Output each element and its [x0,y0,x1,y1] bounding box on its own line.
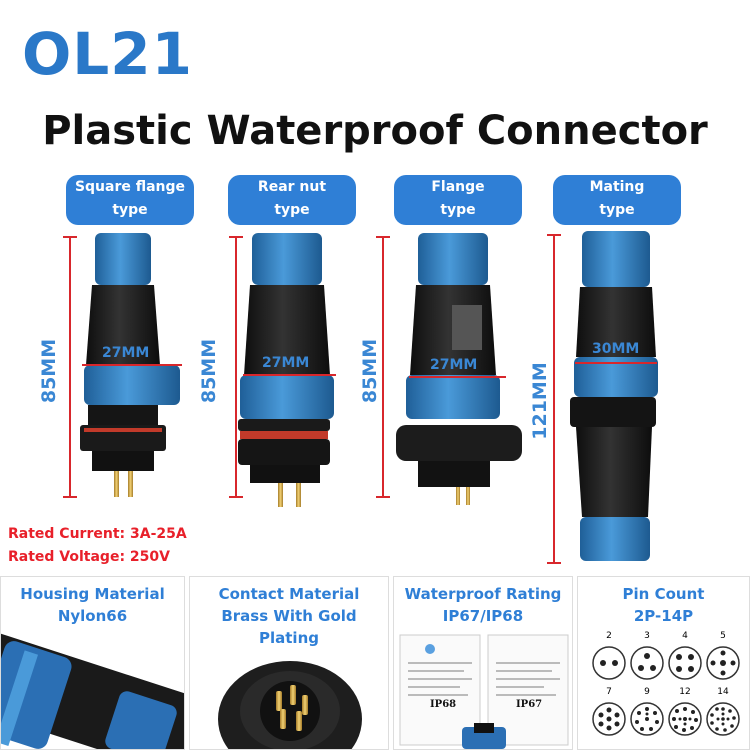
product-subtitle: Plastic Waterproof Connector [42,108,708,154]
pin-label-3: 3 [644,631,650,641]
diameter-label-mating: 30MM [592,341,640,357]
certificate-label-ip67: IP67 [516,699,543,710]
panel-value: 2P-14P [633,607,694,625]
panel-title: Housing Material [20,585,165,603]
diameter-label-square-flange: 27MM [102,345,150,361]
pin-diagrams [592,646,740,736]
certificate-label-ip68: IP68 [430,699,457,710]
connectors-illustration [63,231,658,564]
connector-mating [570,231,658,561]
pin-label-4: 4 [682,631,688,641]
length-label-square-flange: 85MM [38,338,60,404]
pin-label-12: 12 [679,687,691,697]
rated-current: Rated Current: 3A-25A [8,526,187,542]
panel-value: IP67/IP68 [442,607,524,625]
diameter-label-flange: 27MM [430,357,478,373]
contact-photo [218,661,362,749]
pin-label-14: 14 [717,687,729,697]
connector-rear-nut [238,233,334,507]
panel-contact-material: Contact Material Brass With Gold Plating [189,576,389,750]
connector-square-flange [80,233,180,497]
panel-waterproof-rating: Waterproof Rating IP67/IP68 IP68 IP67 [393,576,573,750]
pin-label-5: 5 [720,631,726,641]
panel-housing-material: Housing Material Nylon66 [0,576,185,750]
model-title: OL21 [22,20,193,88]
length-label-rear-nut: 85MM [198,338,220,404]
certificates-photo [399,634,569,749]
panel-pin-count: Pin Count 2P-14P 2 3 4 5 7 9 12 14 [577,576,750,750]
pin-label-2: 2 [606,631,612,641]
diameter-label-rear-nut: 27MM [262,355,310,371]
length-label-mating: 121MM [529,362,551,440]
pin-label-9: 9 [644,687,650,697]
panel-value: Nylon66 [57,607,128,625]
panel-value: Brass With Gold Plating [221,607,357,647]
panel-title: Pin Count [622,585,705,603]
connector-flange [396,233,522,505]
housing-photo [1,632,184,749]
dimension-lines [63,234,657,564]
panel-title: Waterproof Rating [404,585,562,603]
pin-label-7: 7 [606,687,612,697]
panel-title: Contact Material [218,585,360,603]
rated-voltage: Rated Voltage: 250V [8,549,170,565]
length-label-flange: 85MM [359,338,381,404]
